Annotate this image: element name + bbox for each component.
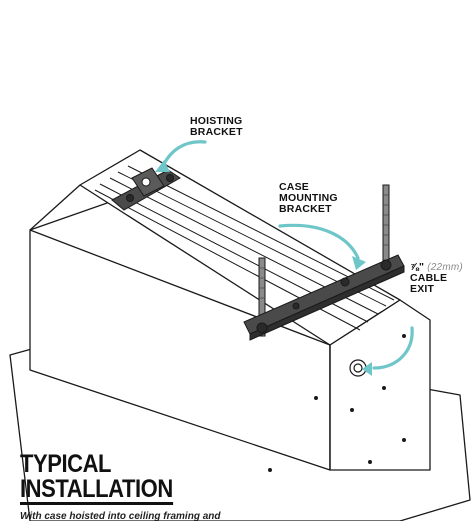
label-hoisting-bracket: HOISTING BRACKET (190, 116, 243, 138)
hoisting-bracket (111, 167, 181, 211)
label-line: EXIT (410, 283, 435, 295)
case-mounting-bracket (243, 254, 405, 341)
label-line: BRACKET (279, 203, 332, 215)
case-arrow (278, 223, 360, 260)
label-case-mounting-bracket: CASE MOUNTING BRACKET (279, 182, 338, 215)
cable-exit-hole (349, 359, 367, 377)
title-line-2: INSTALLATION (20, 475, 173, 505)
label-line: MOUNTING (279, 192, 338, 204)
cable-size: ⅞" (410, 261, 425, 273)
label-line: HOISTING (190, 115, 243, 127)
cable-size-metric: (22mm) (427, 262, 463, 273)
diagram-caption: With case hoisted into ceiling framing a… (20, 511, 221, 522)
cable-arrow (372, 326, 414, 370)
title-line-1: TYPICAL (20, 450, 112, 478)
label-cable-exit: ⅞" (22mm) CABLE EXIT (410, 262, 463, 295)
label-line: BRACKET (190, 126, 243, 138)
label-line: CASE (279, 181, 309, 193)
label-line: CABLE (410, 272, 448, 284)
hoist-arrow (160, 140, 207, 170)
diagram-title: TYPICAL INSTALLATION (20, 452, 173, 505)
